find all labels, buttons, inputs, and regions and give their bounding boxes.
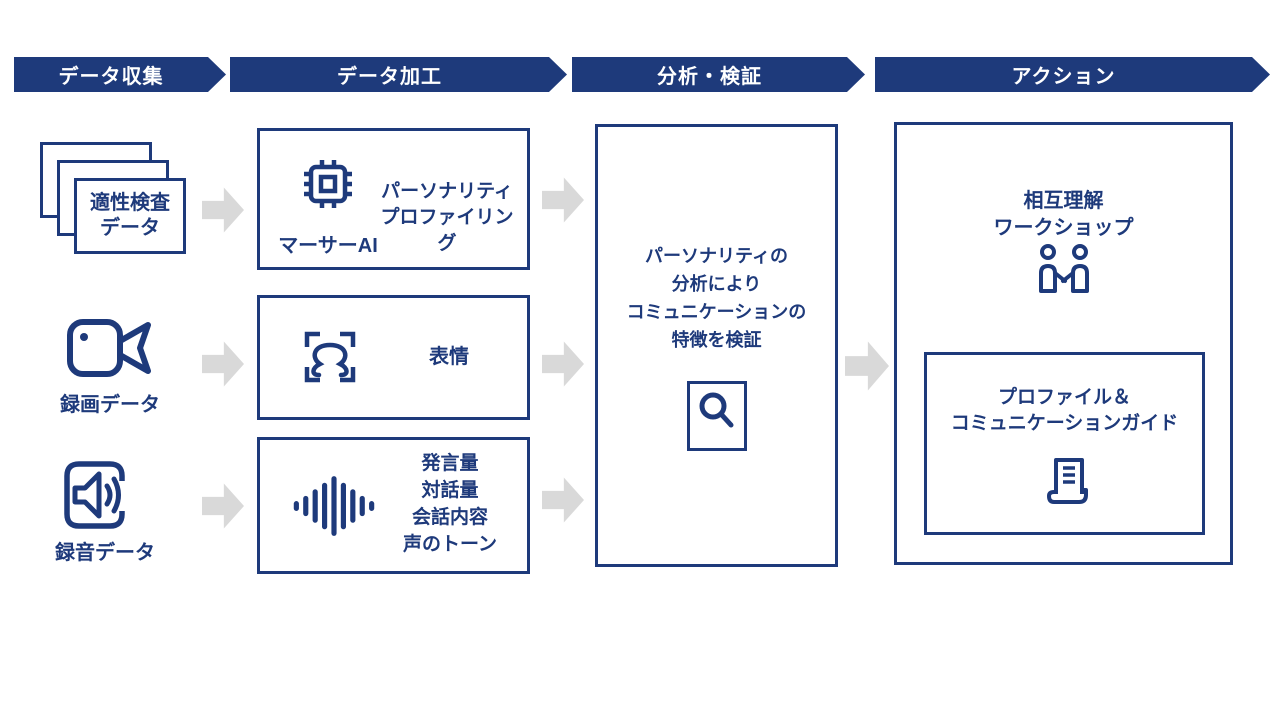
card-front: 適性検査 データ [74, 178, 186, 254]
facial-expression-label: 表情 [429, 346, 469, 368]
stage-label: データ収集 [58, 66, 164, 88]
analysis-description: パーソナリティの 分析により コミュニケーションの 特徴を検証 [626, 246, 807, 350]
processing-box-voice [257, 437, 530, 574]
flow-arrow-icon [202, 483, 244, 529]
profile-guide-box [924, 352, 1205, 535]
stage-banner-analysis-verification: 分析・検証 [572, 57, 865, 92]
aptitude-test-data-cards: 適性検査 データ [40, 142, 190, 258]
flow-arrow-icon [202, 341, 244, 387]
profile-guide-label: プロファイル＆ コミュニケーションガイド [950, 387, 1179, 434]
stage-banner-action: アクション [875, 57, 1270, 92]
processing-box-facial [257, 295, 530, 420]
flow-arrow-icon [542, 477, 584, 523]
stage-label: 分析・検証 [657, 66, 762, 88]
stage-banner-data-collection: データ収集 [14, 57, 226, 92]
voice-metrics-label: 発言量 対話量 会話内容 声のトーン [402, 453, 498, 555]
face-scan-icon [296, 323, 364, 391]
flow-arrow-icon [845, 341, 889, 391]
audio-data-label: 録音データ [55, 542, 155, 564]
mercer-ai-caption: マーサーAI [278, 235, 378, 257]
document-guide-icon [1040, 452, 1090, 508]
stage-label: アクション [1011, 66, 1116, 88]
video-camera-icon [63, 310, 155, 386]
personality-profiling-label: パーソナリティ プロファイリング [380, 181, 514, 254]
stage-label: データ加工 [337, 66, 442, 88]
flow-arrow-icon [542, 177, 584, 223]
aptitude-data-line: 適性検査 [90, 192, 170, 214]
analysis-verification-box [595, 124, 838, 567]
flow-arrow-icon [542, 341, 584, 387]
handshake-people-icon [1032, 243, 1096, 295]
speaker-icon [58, 455, 142, 535]
processing-box-mercer-ai [257, 128, 530, 270]
magnifier-icon [694, 388, 738, 440]
flow-arrow-icon [202, 187, 244, 233]
workshop-label: 相互理解 ワークショップ [993, 190, 1134, 239]
waveform-icon [286, 474, 382, 538]
ai-chip-icon [294, 150, 362, 218]
video-data-label: 録画データ [60, 394, 160, 416]
stage-banner-data-processing: データ加工 [230, 57, 567, 92]
aptitude-data-line: データ [100, 217, 160, 239]
